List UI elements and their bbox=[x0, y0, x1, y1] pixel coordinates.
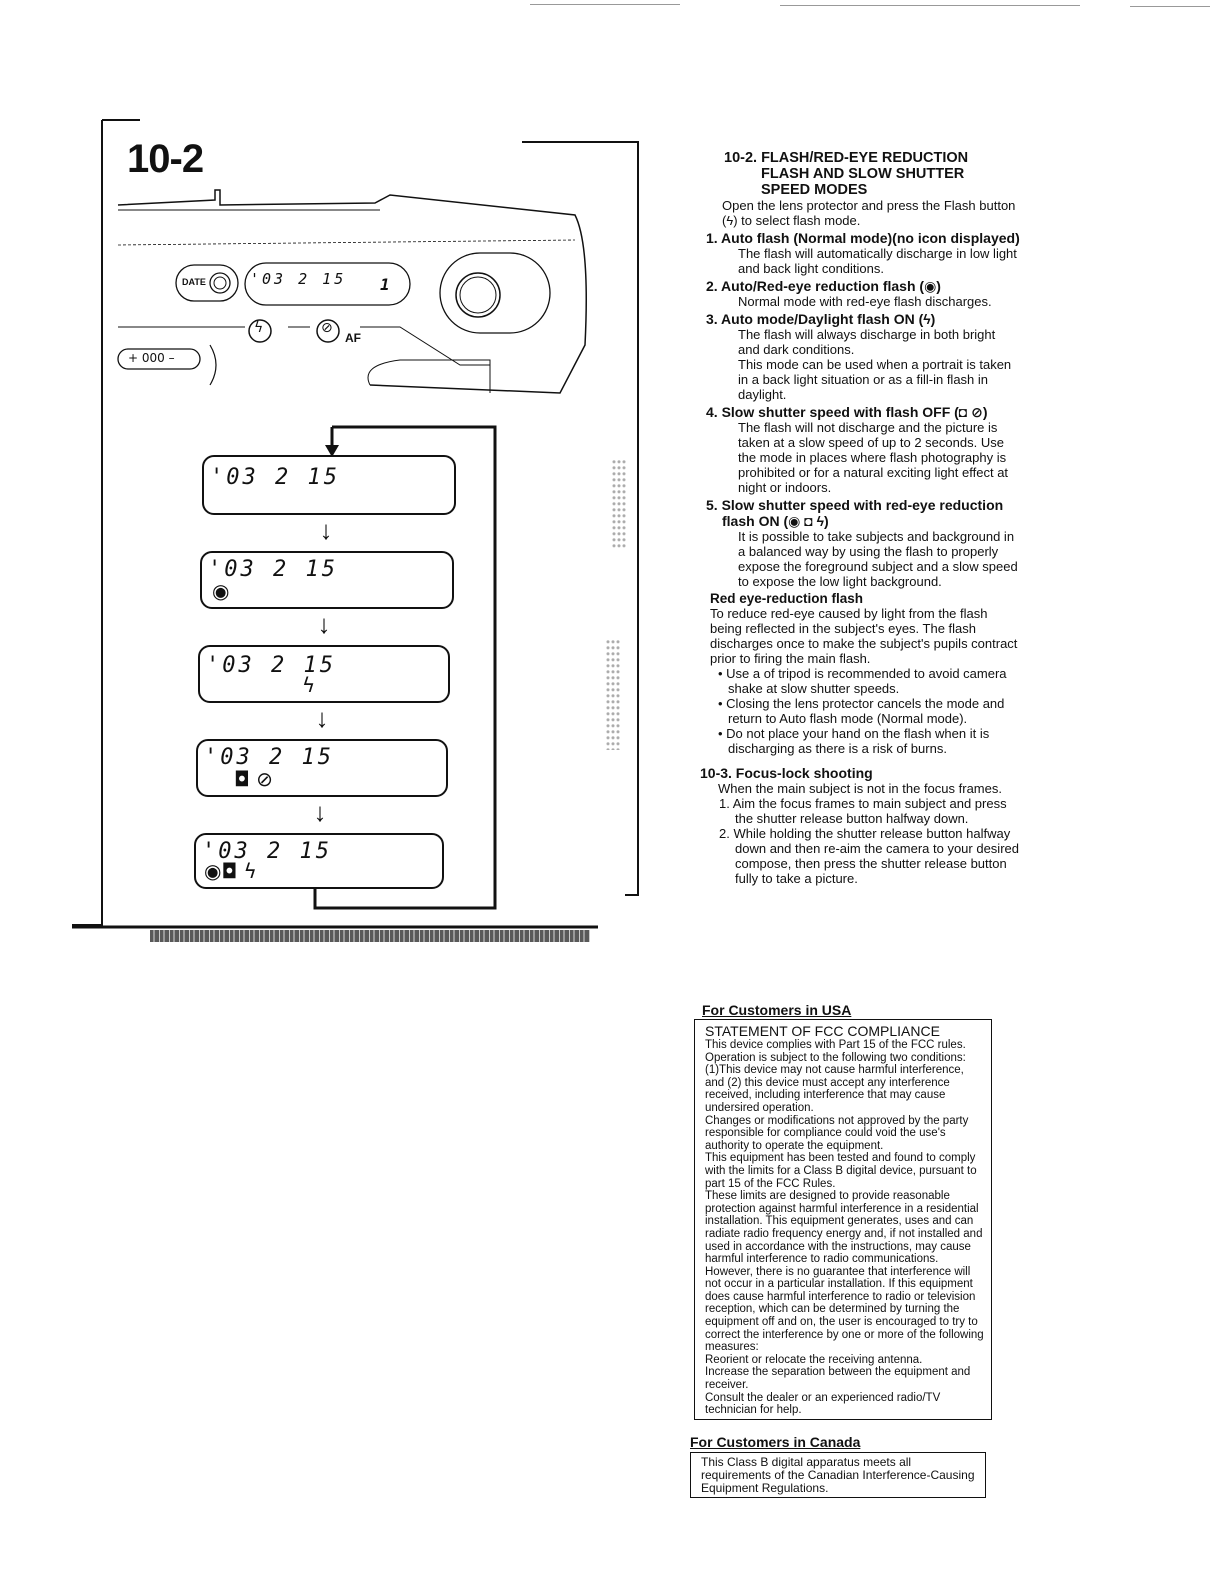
down-arrow-icon: ↓ bbox=[317, 609, 331, 639]
mode-4-body: The flash will not discharge and the pic… bbox=[738, 420, 1009, 495]
fcc-paragraph: This equipment has been tested and found… bbox=[705, 1152, 977, 1190]
af-label: AF bbox=[345, 331, 361, 345]
date-label: DATE bbox=[182, 277, 206, 287]
canada-text: This Class B digital apparatus meets all… bbox=[701, 1455, 975, 1495]
scan-line bbox=[530, 4, 680, 5]
mode-1-title: 1. Auto flash (Normal mode)(no icon disp… bbox=[706, 230, 1020, 246]
usa-section: For Customers in USA STATEMENT OF FCC CO… bbox=[694, 1002, 992, 1420]
figure-frame bbox=[72, 119, 639, 929]
self-timer-button-icon: ⊘ bbox=[321, 320, 333, 336]
scan-line bbox=[780, 5, 1080, 6]
mode-2-body: Normal mode with red-eye flash discharge… bbox=[738, 294, 992, 309]
lcd-state-2: '03 2 15 ◉ bbox=[200, 551, 454, 609]
slow-shutter-flash-off-icons: ◘ ⊘ bbox=[234, 767, 273, 791]
fcc-paragraph: Increase the separation between the equi… bbox=[705, 1366, 971, 1392]
usa-title: For Customers in USA bbox=[702, 1002, 852, 1018]
lcd-state-3: '03 2 15 ϟ bbox=[198, 645, 450, 703]
note-text: Use a of tripod is recommended to avoid … bbox=[726, 666, 1007, 696]
scan-artifact bbox=[612, 460, 626, 550]
mode-3-title: 3. Auto mode/Daylight flash ON (ϟ) bbox=[706, 311, 936, 327]
mode-4-title: 4. Slow shutter speed with flash OFF (◘ … bbox=[706, 404, 988, 420]
down-arrow-icon: ↓ bbox=[313, 797, 327, 827]
lcd-digits: '03 2 15 bbox=[206, 653, 336, 678]
section-10-3-intro: When the main subject is not in the focu… bbox=[718, 781, 1002, 796]
red-eye-icon: ◉ bbox=[212, 579, 230, 603]
section-10-2-heading: 10-2. FLASH/RED-EYE REDUCTION FLASH AND … bbox=[700, 150, 1020, 198]
scan-artifact bbox=[606, 640, 620, 750]
fcc-box: STATEMENT OF FCC COMPLIANCE This device … bbox=[694, 1019, 992, 1420]
note-text: Do not place your hand on the flash when… bbox=[726, 726, 990, 756]
red-eye-body: To reduce red-eye caused by light from t… bbox=[710, 606, 1018, 666]
heading-line: FLASH AND SLOW SHUTTER bbox=[761, 166, 965, 182]
note-text: Closing the lens protector cancels the m… bbox=[726, 696, 1005, 726]
mode-2-title: 2. Auto/Red-eye reduction flash (◉) bbox=[706, 278, 941, 294]
scan-artifact bbox=[150, 930, 590, 942]
red-eye-title: Red eye-reduction flash bbox=[710, 591, 864, 606]
lcd-state-4: '03 2 15 ◘ ⊘ bbox=[196, 739, 448, 797]
instructions-column: 10-2. FLASH/RED-EYE REDUCTION FLASH AND … bbox=[700, 150, 1020, 886]
lcd-digits: '03 2 15 bbox=[210, 465, 340, 490]
lcd-state-5: '03 2 15 ◉◘ ϟ bbox=[194, 833, 444, 889]
flash-on-icon: ϟ bbox=[302, 673, 316, 697]
scan-line bbox=[1130, 6, 1210, 7]
step-item: 2. While holding the shutter release but… bbox=[719, 826, 1019, 886]
lcd-digits: '03 2 15 bbox=[204, 745, 334, 770]
lcd-state-1: '03 2 15 bbox=[202, 455, 456, 515]
mode-3-body: The flash will always discharge in both … bbox=[738, 327, 996, 357]
top-lcd-digits: '03 2 15 bbox=[250, 270, 347, 288]
lcd-digits: '03 2 15 bbox=[202, 839, 332, 864]
fcc-heading: STATEMENT OF FCC COMPLIANCE bbox=[705, 1023, 940, 1039]
canada-box: This Class B digital apparatus meets all… bbox=[690, 1452, 986, 1498]
selector-label: + 000 – bbox=[128, 351, 175, 365]
notes-list: • Use a of tripod is recommended to avoi… bbox=[700, 666, 1020, 756]
section-10-3-heading: 10-3. Focus-lock shooting bbox=[700, 765, 873, 781]
down-arrow-icon: ↓ bbox=[319, 515, 333, 545]
note-item: • Use a of tripod is recommended to avoi… bbox=[718, 666, 1007, 696]
down-arrow-icon: ↓ bbox=[315, 703, 329, 733]
red-eye-slow-flash-icons: ◉◘ ϟ bbox=[204, 859, 257, 883]
note-item: • Closing the lens protector cancels the… bbox=[718, 696, 1005, 726]
canada-title: For Customers in Canada bbox=[690, 1434, 861, 1450]
note-item: • Do not place your hand on the flash wh… bbox=[718, 726, 990, 756]
fcc-paragraph: These limits are designed to provide rea… bbox=[705, 1190, 984, 1354]
figure-10-2: 10-2 DATE '03 2 15 1 ϟ ⊘ AF + 000 – '03 … bbox=[70, 115, 650, 955]
fcc-paragraph: Reorient or relocate the receiving anten… bbox=[705, 1353, 923, 1366]
heading-line: SPEED MODES bbox=[761, 182, 868, 198]
intro-text: Open the lens protector and press the Fl… bbox=[722, 198, 1016, 228]
mode-5-title: 5. Slow shutter speed with red-eye reduc… bbox=[706, 497, 1004, 529]
figure-title: 10-2 bbox=[127, 137, 204, 181]
fcc-paragraph: Consult the dealer or an experienced rad… bbox=[705, 1391, 941, 1417]
steps-list: 1. Aim the focus frames to main subject … bbox=[700, 796, 1020, 886]
lcd-digits: '03 2 15 bbox=[208, 557, 338, 582]
fcc-paragraph: Changes or modifications not approved by… bbox=[705, 1114, 969, 1152]
mode-5-body: It is possible to take subjects and back… bbox=[738, 529, 1018, 589]
canada-section: For Customers in Canada This Class B dig… bbox=[690, 1434, 986, 1498]
mode-3-body: This mode can be used when a portrait is… bbox=[738, 357, 1012, 402]
fcc-paragraph: This device complies with Part 15 of the… bbox=[705, 1039, 966, 1114]
step-item: 1. Aim the focus frames to main subject … bbox=[719, 796, 1007, 826]
mode-1-body: The flash will automatically discharge i… bbox=[738, 246, 1017, 276]
heading-line: 10-2. FLASH/RED-EYE REDUCTION bbox=[724, 150, 969, 166]
top-lcd-counter: 1 bbox=[380, 275, 393, 294]
flash-button-icon: ϟ bbox=[254, 320, 264, 336]
